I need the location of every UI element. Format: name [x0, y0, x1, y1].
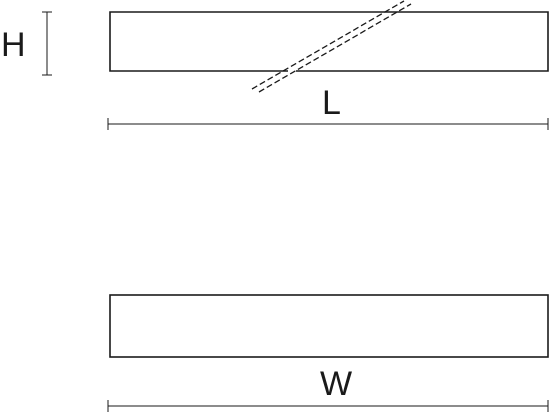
length-dimension: L [107, 84, 549, 130]
width-view: W [107, 294, 549, 412]
width-dimension: W [107, 365, 549, 412]
break-line-2 [258, 3, 412, 93]
length-label: L [322, 84, 341, 122]
length-profile-outline [109, 11, 549, 72]
width-label: W [320, 365, 352, 403]
height-label: H [1, 26, 26, 64]
break-line-1 [251, 0, 405, 90]
height-dimension: H [1, 11, 52, 76]
length-view: H L [1, 0, 549, 130]
width-profile-outline [109, 294, 549, 358]
